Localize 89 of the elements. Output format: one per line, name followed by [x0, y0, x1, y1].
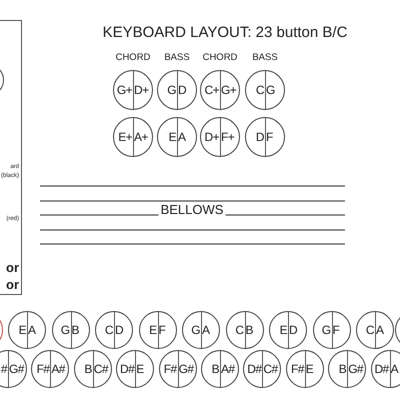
note-name: E — [306, 363, 314, 375]
button-circle — [356, 311, 394, 349]
note-name: G — [60, 324, 70, 336]
note-name: C# — [263, 363, 278, 375]
note-name: C — [256, 84, 264, 96]
note-name: A — [202, 324, 210, 336]
panel-note: or — [6, 278, 19, 290]
note-name: D+ — [134, 84, 148, 96]
button-circle — [113, 70, 153, 110]
note-name: G# — [9, 363, 24, 375]
note-name: C+ — [204, 84, 219, 96]
note-name: C — [366, 324, 374, 336]
note-name: D# — [120, 363, 134, 375]
note-name: E — [136, 363, 144, 375]
button-circle — [201, 350, 239, 388]
note-name: A — [376, 324, 384, 336]
note-name: C# — [94, 363, 108, 375]
note-name: B — [72, 324, 79, 336]
note-name: B — [84, 363, 92, 375]
note-name: G — [167, 84, 176, 96]
button-circle — [226, 311, 264, 349]
note-name: # — [0, 363, 7, 375]
button-circle — [200, 70, 240, 110]
button-circle — [74, 350, 112, 388]
note-name: E — [168, 131, 176, 143]
note-name: F — [266, 131, 273, 143]
button-circle — [116, 350, 154, 388]
note-name: F — [332, 324, 340, 336]
note-name: G — [322, 324, 330, 336]
note-name: E — [18, 324, 26, 336]
column-header: BASS — [252, 53, 278, 62]
note-name: B — [338, 363, 346, 375]
note-name: C — [104, 324, 113, 336]
bellows-label: BELLOWS — [158, 203, 226, 216]
note-name: A — [28, 324, 36, 336]
button-circle — [269, 311, 307, 349]
note-name: D — [178, 84, 186, 96]
button-circle — [138, 311, 176, 349]
legend-panel — [0, 20, 22, 295]
button-circle — [157, 117, 197, 157]
button-circle — [0, 350, 27, 388]
note-name: F+ — [221, 131, 234, 143]
note-name: F — [158, 324, 166, 336]
button-circle — [312, 311, 350, 349]
button-circle — [245, 117, 285, 157]
button-circle — [31, 350, 70, 388]
note-name: A# — [51, 363, 65, 375]
note-name: G# — [178, 363, 194, 375]
note-name: C — [235, 324, 244, 336]
note-name: E — [280, 324, 287, 336]
button-circle — [370, 350, 400, 388]
note-name: D — [256, 131, 264, 143]
note-name: D+ — [204, 131, 219, 143]
note-name: G — [266, 84, 275, 96]
note-name: B — [212, 363, 219, 375]
note-name: F# — [164, 363, 177, 375]
note-name: A# — [221, 363, 234, 375]
column-header: BASS — [164, 53, 190, 62]
note-name: D — [289, 324, 298, 336]
column-header: CHORD — [202, 53, 238, 62]
button-circle — [182, 311, 220, 349]
button-circle — [245, 70, 285, 110]
note-name: D# — [247, 363, 262, 375]
note-name: A+ — [134, 131, 148, 143]
note-name: E+ — [118, 131, 132, 143]
note-name: G# — [348, 363, 363, 375]
button-circle — [52, 311, 90, 349]
panel-note: or — [6, 260, 19, 274]
button-circle — [328, 350, 366, 388]
note-name: G+ — [221, 84, 236, 96]
button-circle — [200, 117, 240, 157]
button-circle — [158, 350, 197, 388]
button-circle — [95, 311, 133, 349]
note-name: E — [149, 324, 156, 336]
note-name: D# — [374, 363, 389, 375]
note-name: A — [178, 131, 186, 143]
note-name: G — [191, 324, 200, 336]
button-circle — [157, 70, 197, 110]
note-name: D — [115, 324, 124, 336]
button-circle — [8, 311, 46, 349]
column-header: CHORD — [116, 53, 150, 62]
button-circle — [286, 350, 324, 388]
title: KEYBOARD LAYOUT: 23 button B/C — [102, 25, 348, 40]
note-name: G+ — [116, 84, 132, 96]
note-name: F# — [290, 363, 304, 375]
note-name: B — [246, 324, 253, 336]
note-name: F# — [36, 363, 50, 375]
button-circle — [113, 117, 153, 157]
button-circle — [243, 350, 282, 388]
